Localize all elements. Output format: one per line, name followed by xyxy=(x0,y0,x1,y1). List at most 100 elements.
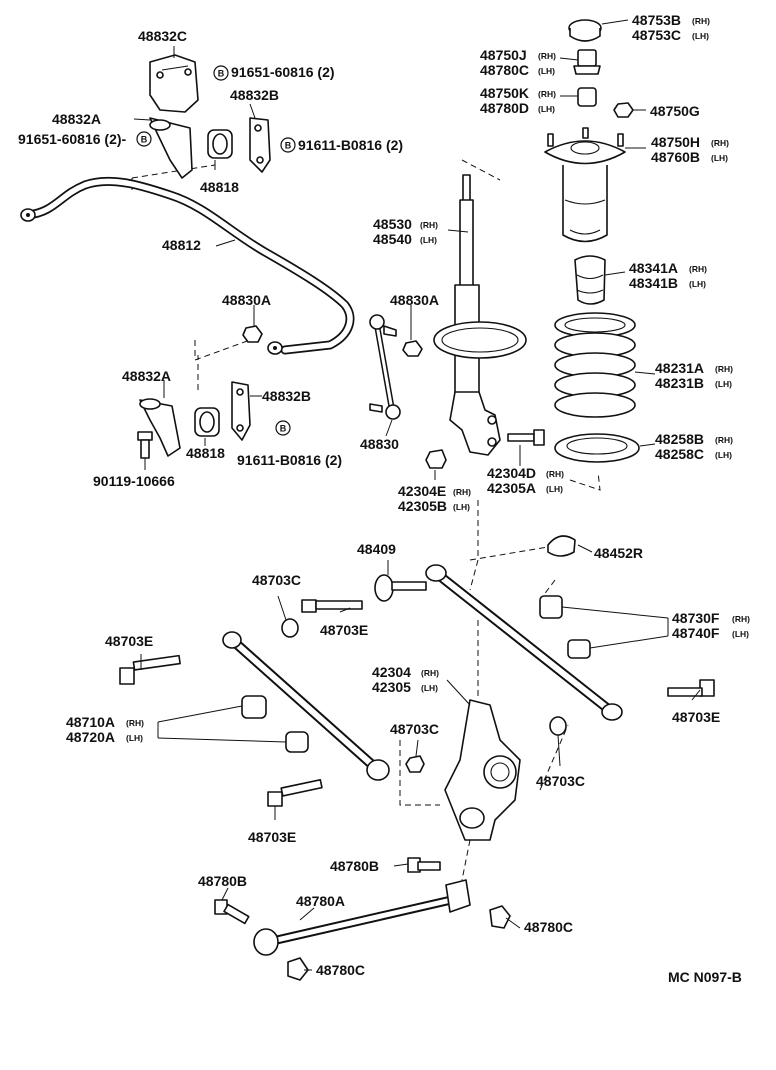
label-48750h-rh: (RH) xyxy=(711,138,729,148)
stabilizer-link xyxy=(369,314,401,420)
insulator-48258b xyxy=(554,433,640,463)
label-48753c: 48753C xyxy=(632,27,681,43)
bracket-48832a-top xyxy=(149,117,193,179)
label-48832a-mid: 48832A xyxy=(122,368,171,384)
label-48753b-rh: (RH) xyxy=(692,16,710,26)
label-48540-lh: (LH) xyxy=(420,235,437,245)
label-48703c-b: 48703C xyxy=(390,721,439,737)
label-48780c-a-lh: (LH) xyxy=(538,66,555,76)
control-arm-48710a xyxy=(222,631,390,781)
nut-48703c-b xyxy=(405,755,425,773)
bolt-48703e-b xyxy=(119,654,181,685)
nut-48830a-right xyxy=(402,340,423,357)
bolt-42304d xyxy=(507,429,545,446)
stabilizer-bar xyxy=(20,176,355,355)
coil-spring-48231a xyxy=(554,312,636,418)
label-48818-top: 48818 xyxy=(200,179,239,195)
label-48231b-lh: (LH) xyxy=(715,379,732,389)
bushing-48452r xyxy=(547,535,576,557)
label-48780b-a: 48780B xyxy=(330,858,379,874)
label-48341b-lh: (LH) xyxy=(689,279,706,289)
label-42305a: 42305A xyxy=(487,480,536,496)
label-48830: 48830 xyxy=(360,436,399,452)
label-48818-mid: 48818 xyxy=(186,445,225,461)
label-48832b-top: 48832B xyxy=(230,87,279,103)
part-labels: 48832C 91651-60816 (2) 48832B 48832A 916… xyxy=(18,12,750,985)
label-48730f: 48730F xyxy=(672,610,720,626)
nut-42304e xyxy=(425,449,447,469)
label-48703c-a: 48703C xyxy=(252,572,301,588)
label-90119: 90119-10666 xyxy=(93,473,175,489)
label-48760b: 48760B xyxy=(651,149,700,165)
bolt-48703e-c xyxy=(667,679,715,697)
label-48780d: 48780D xyxy=(480,100,529,116)
label-48750k-rh: (RH) xyxy=(538,89,556,99)
bolt-48703e-a xyxy=(301,599,363,613)
label-48750j-rh: (RH) xyxy=(538,51,556,61)
label-42304e: 42304E xyxy=(398,483,446,499)
support-48750h xyxy=(544,127,626,243)
shock-absorber-strut xyxy=(433,174,527,456)
label-48703e-d: 48703E xyxy=(248,829,296,845)
label-48231b: 48231B xyxy=(655,375,704,391)
stack-48753b xyxy=(568,19,602,42)
label-48710a: 48710A xyxy=(66,714,115,730)
label-48258b-rh: (RH) xyxy=(715,435,733,445)
bracket-48832c xyxy=(149,54,199,113)
label-48341a: 48341A xyxy=(629,260,678,276)
label-48409: 48409 xyxy=(357,541,396,557)
leader-lines xyxy=(133,19,701,971)
label-48341a-rh: (RH) xyxy=(689,264,707,274)
label-48258b: 48258B xyxy=(655,431,704,447)
label-48830a-right: 48830A xyxy=(390,292,439,308)
stack-48750k xyxy=(577,87,597,107)
label-48750k: 48750K xyxy=(480,85,529,101)
label-48780b-b: 48780B xyxy=(198,873,247,889)
label-48740f: 48740F xyxy=(672,625,720,641)
label-48540: 48540 xyxy=(373,231,412,247)
bolt-90119 xyxy=(137,431,153,459)
label-42304e-rh: (RH) xyxy=(453,487,471,497)
label-48703e-a: 48703E xyxy=(320,622,368,638)
bolt-marker-91611-top: B xyxy=(280,137,296,153)
nut-48780c-b xyxy=(489,905,511,929)
label-42305-lh: (LH) xyxy=(421,683,438,693)
nut-48703c-c xyxy=(549,716,567,736)
label-42304-rh: (RH) xyxy=(421,668,439,678)
svg-text:B: B xyxy=(280,424,287,434)
label-48258c: 48258C xyxy=(655,446,704,462)
svg-text:B: B xyxy=(285,141,292,151)
label-48530: 48530 xyxy=(373,216,412,232)
bracket-48832b-mid xyxy=(231,381,251,441)
bushing-48818-top xyxy=(207,129,233,159)
label-48812: 48812 xyxy=(162,237,201,253)
label-48750j: 48750J xyxy=(480,47,527,63)
control-arm-48730f xyxy=(425,564,623,721)
bushing-48818-mid xyxy=(194,407,220,437)
label-48720a: 48720A xyxy=(66,729,115,745)
label-48231a-rh: (RH) xyxy=(715,364,733,374)
label-48780d-lh: (LH) xyxy=(538,104,555,114)
label-42304: 42304 xyxy=(372,664,411,680)
label-48258c-lh: (LH) xyxy=(715,450,732,460)
label-48780c-a: 48780C xyxy=(480,62,529,78)
label-48750h: 48750H xyxy=(651,134,700,150)
label-42305b: 42305B xyxy=(398,498,447,514)
label-48760b-lh: (LH) xyxy=(711,153,728,163)
label-48832c: 48832C xyxy=(138,28,187,44)
strut-rod-48780a xyxy=(253,879,471,956)
bolt-marker-91611-mid: B xyxy=(275,420,291,436)
bolt-48780b-b xyxy=(214,899,250,925)
label-48710a-rh: (RH) xyxy=(126,718,144,728)
bracket-48832b-top xyxy=(249,117,271,173)
carrier-42304 xyxy=(444,699,521,841)
label-42305a-lh: (LH) xyxy=(546,484,563,494)
label-48832b-mid: 48832B xyxy=(262,388,311,404)
diagram-id: MC N097-B xyxy=(668,969,742,985)
label-48530-rh: (RH) xyxy=(420,220,438,230)
label-48703e-c: 48703E xyxy=(672,709,720,725)
bolt-48703e-d xyxy=(267,778,323,807)
bolt-marker-91651-top: B xyxy=(213,65,229,81)
label-91651-left: 91651-60816 (2)- xyxy=(18,131,127,147)
label-48832a-top: 48832A xyxy=(52,111,101,127)
